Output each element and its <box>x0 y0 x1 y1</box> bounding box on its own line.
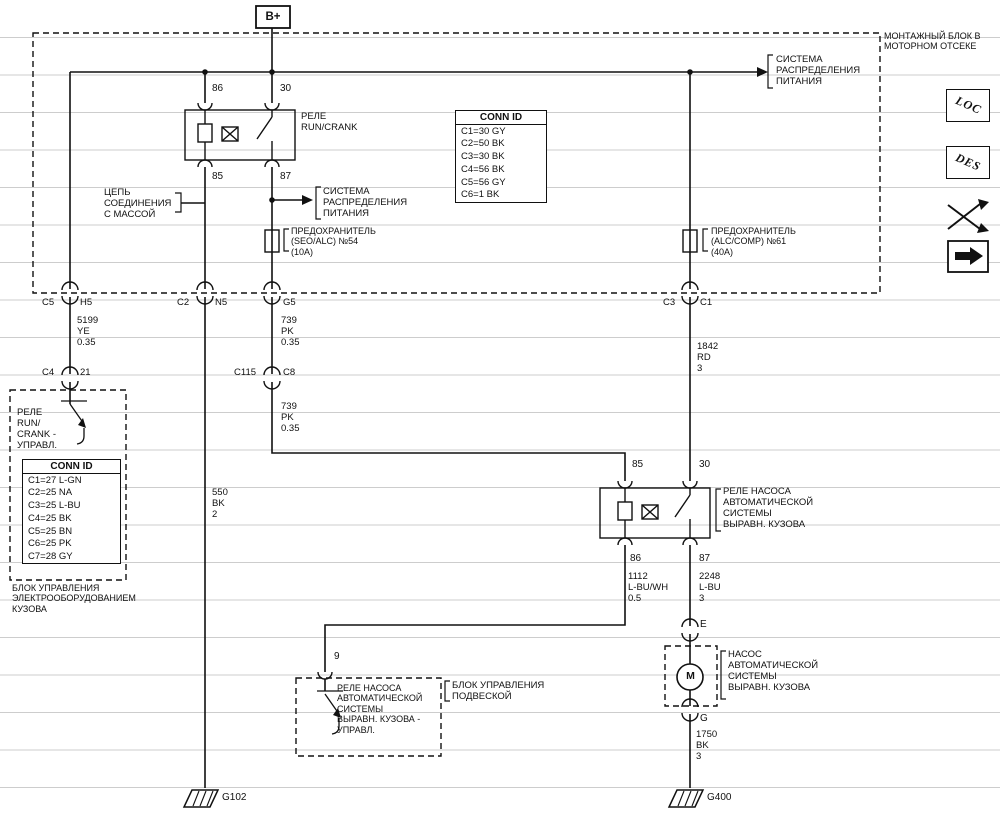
wire-label-739-lower: 739 PK 0.35 <box>281 401 300 435</box>
swap-arrows-icon <box>947 199 989 233</box>
conn-id-row: C4=56 BK <box>461 163 505 175</box>
run-crank-relay-label: РЕЛЕ RUN/CRANK <box>301 111 358 134</box>
ground-g400-symbol <box>667 789 705 808</box>
conn-id-row: C1=30 GY <box>461 125 506 137</box>
pin-label-87-pump: 87 <box>699 553 711 564</box>
conn-id-row: C2=25 NA <box>28 487 73 499</box>
pump-relay-control-label: РЕЛЕ НАСОСА АВТОМАТИЧЕСКОЙ СИСТЕМЫ ВЫРАВ… <box>337 683 423 735</box>
conn-id-table-2-header: CONN ID <box>23 460 120 474</box>
flow-arrows <box>302 67 768 205</box>
bcm-label: БЛОК УПРАВЛЕНИЯ ЭЛЕКТРООБОРУДОВАНИЕМ КУЗ… <box>12 583 136 614</box>
fuse-61-symbol <box>682 229 698 253</box>
connector-label-c5: C5 <box>42 297 55 308</box>
label-brackets <box>175 54 773 702</box>
wire-label-550: 550 BK 2 <box>212 487 228 521</box>
bcm-outline <box>9 389 127 581</box>
conn-id-row: C5=56 GY <box>461 176 506 188</box>
pump-outline <box>664 645 718 707</box>
conn-id-row: C5=25 BN <box>28 525 73 537</box>
ground-label-g102: G102 <box>222 792 247 803</box>
connector-label-c1: C1 <box>700 297 713 308</box>
conn-id-row: C4=25 BK <box>28 512 72 524</box>
pin-label-87: 87 <box>280 171 292 182</box>
connector-label-c4: C4 <box>42 367 55 378</box>
conn-id-row: C6=1 BK <box>461 189 500 201</box>
connector-label-g5: G5 <box>283 297 296 308</box>
b-plus-box <box>255 5 291 29</box>
engine-fuse-block-outline <box>32 32 881 294</box>
conn-id-row: C1=27 L-GN <box>28 474 82 486</box>
pump-relay-symbol <box>599 487 711 539</box>
wire-label-1112: 1112 L-BU/WH 0.5 <box>628 571 669 605</box>
pin-label-g: G <box>700 713 708 724</box>
des-icon-label: DES <box>953 150 984 174</box>
fuse-symbols <box>264 229 698 253</box>
pin-label-30: 30 <box>280 83 292 94</box>
wire-label-1750: 1750 BK 3 <box>696 729 718 763</box>
junction-dots <box>202 69 693 203</box>
power-distribution-label-mid: СИСТЕМА РАСПРЕДЕЛЕНИЯ ПИТАНИЯ <box>323 186 408 220</box>
conn-id-table-1: CONN ID C1=30 GY C2=50 BK C3=30 BK C4=56… <box>455 110 547 203</box>
pin-label-85-pump: 85 <box>632 459 644 470</box>
loc-icon-label: LOC <box>953 93 984 117</box>
conn-id-row: C3=30 BK <box>461 151 505 163</box>
pin-label-e: E <box>700 619 707 630</box>
ground-g102-symbol <box>182 789 220 808</box>
wires <box>69 28 757 788</box>
switch-symbol-bcm <box>61 400 87 445</box>
conn-id-row: C6=25 PK <box>28 538 72 550</box>
pin-label-9: 9 <box>334 651 340 662</box>
connector-symbols <box>61 102 699 722</box>
motor-symbol <box>676 663 704 691</box>
ground-label-g400: G400 <box>707 792 732 803</box>
run-crank-relay-control-label: РЕЛЕ RUN/ CRANK - УПРАВЛ. <box>17 407 58 452</box>
connector-label-c3: C3 <box>663 297 676 308</box>
fuse-54-label: ПРЕДОХРАНИТЕЛЬ (SEO/ALC) №54 (10А) <box>291 226 376 257</box>
conn-id-table-1-header: CONN ID <box>456 111 546 125</box>
des-icon: DES <box>946 146 990 179</box>
fuse-61-label: ПРЕДОХРАНИТЕЛЬ (ALC/COMP) №61 (40А) <box>711 226 796 257</box>
pin-label-30-pump: 30 <box>699 459 711 470</box>
suspension-module-outline <box>295 677 442 757</box>
pin-label-86: 86 <box>212 83 224 94</box>
connector-label-c115: C115 <box>234 367 257 378</box>
suspension-module-label: БЛОК УПРАВЛЕНИЯ ПОДВЕСКОЙ <box>452 680 545 703</box>
pump-relay-label: РЕЛЕ НАСОСА АВТОМАТИЧЕСКОЙ СИСТЕМЫ ВЫРАВ… <box>723 486 814 531</box>
mounting-block-label: МОНТАЖНЫЙ БЛОК В МОТОРНОМ ОТСЕКЕ <box>884 31 981 52</box>
connector-label-h5: H5 <box>80 297 93 308</box>
conn-id-row: C2=50 BK <box>461 138 505 150</box>
conn-id-row: C7=28 GY <box>28 551 73 563</box>
fuse-54-symbol <box>264 229 280 253</box>
wire-label-2248: 2248 L-BU 3 <box>699 571 721 605</box>
motor-m-label: M <box>686 670 695 682</box>
wire-label-5199: 5199 YE 0.35 <box>77 315 99 349</box>
pump-label: НАСОС АВТОМАТИЧЕСКОЙ СИСТЕМЫ ВЫРАВН. КУЗ… <box>728 649 819 694</box>
pin-label-85: 85 <box>212 171 224 182</box>
wire-label-739-upper: 739 PK 0.35 <box>281 315 300 349</box>
connector-label-c8: C8 <box>283 367 296 378</box>
wire-label-1842: 1842 RD 3 <box>697 341 719 375</box>
power-distribution-label-top: СИСТЕМА РАСПРЕДЕЛЕНИЯ ПИТАНИЯ <box>776 54 861 88</box>
pin-label-86-pump: 86 <box>630 553 642 564</box>
connector-label-21: 21 <box>80 367 91 378</box>
run-crank-relay-symbol <box>184 109 296 161</box>
b-plus-label: B+ <box>265 11 281 23</box>
switch-symbol-suspension <box>317 690 343 735</box>
connector-label-n5: N5 <box>215 297 228 308</box>
connector-label-c2: C2 <box>177 297 190 308</box>
conn-id-table-2: CONN ID C1=27 L-GN C2=25 NA C3=25 L-BU C… <box>22 459 121 565</box>
loc-icon: LOC <box>946 89 990 122</box>
direction-arrow-icon <box>947 240 989 273</box>
conn-id-row: C3=25 L-BU <box>28 500 81 512</box>
ground-circuit-label: ЦЕПЬ СОЕДИНЕНИЯ С МАССОЙ <box>104 187 172 221</box>
